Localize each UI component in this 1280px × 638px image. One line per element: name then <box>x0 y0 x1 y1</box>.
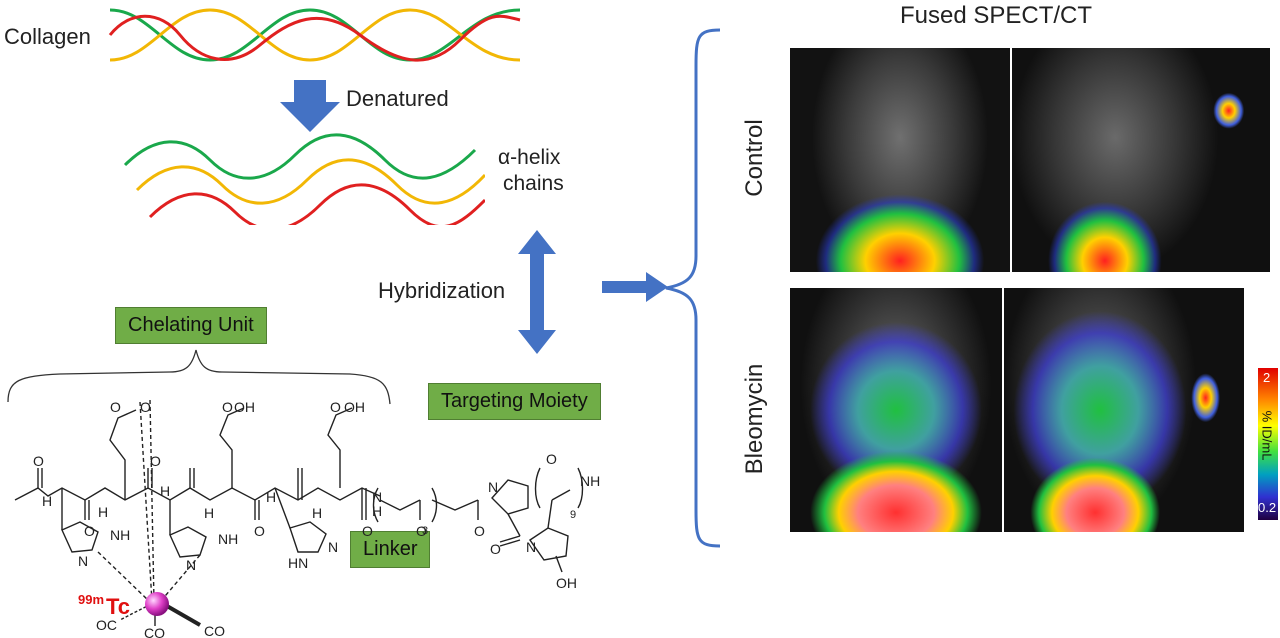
collagen-strand-red <box>108 14 521 62</box>
linker-box: Linker <box>350 531 431 568</box>
alpha-helix-label: α-helix <box>498 146 561 169</box>
colorbar <box>1258 368 1278 520</box>
chain-green <box>123 133 477 180</box>
control-coronal-image <box>790 48 1010 272</box>
co-ligand-right: CO <box>204 623 225 638</box>
atom-n-linker: N <box>372 489 382 505</box>
atom-o-11: O <box>474 523 485 539</box>
atom-o-13: O <box>546 451 557 467</box>
atom-o-3: O <box>110 399 121 415</box>
collagen-label: Collagen <box>4 24 91 49</box>
colorbar-unit: % ID/mL <box>1259 410 1275 461</box>
atom-oh-2: OH <box>344 399 365 415</box>
atom-o-12: O <box>490 541 501 557</box>
colorbar-max: 2 <box>1263 370 1271 385</box>
atom-n-pro-1: N <box>488 479 498 495</box>
atom-sub3: 3 <box>422 525 428 537</box>
atom-o-5: O <box>222 399 233 415</box>
chemical-structure: H O H O H H H H O O O OH O OH O O O NH N… <box>7 349 600 638</box>
targeting-moiety-box: Targeting Moiety <box>428 383 601 420</box>
atom-nh-ring-1: NH <box>110 527 130 543</box>
atom-o-1: O <box>33 453 44 469</box>
tc-atom-sphere <box>145 592 169 616</box>
bleomycin-sagittal-image <box>1004 288 1244 532</box>
tc-mass-number: 99m <box>78 592 104 607</box>
chain-red <box>148 183 485 225</box>
atom-nh-ring-2: NH <box>218 531 238 547</box>
atom-o-6: O <box>330 399 341 415</box>
atom-nh2: NH2 <box>580 473 600 493</box>
atom-o-9: O <box>362 523 373 539</box>
curly-brace <box>665 28 721 548</box>
bleomycin-label: Bleomycin <box>741 363 768 475</box>
denatured-label: Denatured <box>346 86 449 111</box>
atom-o-4: O <box>140 399 151 415</box>
atom-oh-1: OH <box>234 399 255 415</box>
atom-oh-3: OH <box>556 575 577 591</box>
atom-o-2: O <box>150 453 161 469</box>
atom-o-8: O <box>254 523 265 539</box>
right-arrow <box>602 272 668 302</box>
chains-label: chains <box>503 172 564 195</box>
atom-nh-1: H <box>42 493 52 509</box>
collagen-strand-yellow <box>109 8 521 62</box>
chain-yellow <box>135 158 485 205</box>
colorbar-min: 0.2 <box>1258 500 1277 515</box>
atom-o-10: O <box>416 523 427 539</box>
spect-ct-title: Fused SPECT/CT <box>900 2 1093 29</box>
co-ligand-bottom: CO <box>144 625 165 638</box>
chelating-brace <box>7 349 391 405</box>
atom-h-linker: H <box>372 503 382 519</box>
collagen-helix <box>108 8 521 62</box>
atom-n-ring-1: N <box>78 553 88 569</box>
oc-ligand: OC <box>96 617 117 633</box>
tc-symbol: Tc <box>106 594 130 619</box>
atom-n-ring-2: N <box>186 557 196 573</box>
atom-h-2: H <box>160 483 170 499</box>
control-label: Control <box>741 119 768 197</box>
bleomycin-coronal-image <box>790 288 1002 532</box>
atom-h-3: H <box>204 505 214 521</box>
atom-h-1: H <box>98 504 108 520</box>
atom-n-ring-3: N <box>328 539 338 555</box>
atom-h-4: H <box>266 489 276 505</box>
control-sagittal-image <box>1012 48 1270 272</box>
atom-h-5: H <box>312 505 322 521</box>
hybridization-label: Hybridization <box>378 278 506 303</box>
denatured-arrow <box>280 80 340 132</box>
atom-n-pro-2: N <box>526 539 536 555</box>
alpha-helix-chains <box>123 133 485 225</box>
collagen-strand-green <box>109 8 521 62</box>
atom-o-7: O <box>84 523 95 539</box>
atom-sub9: 9 <box>570 509 576 521</box>
atom-hn-ring-3: HN <box>288 555 308 571</box>
chelating-unit-box: Chelating Unit <box>115 307 267 344</box>
hybridization-arrow <box>518 230 556 354</box>
